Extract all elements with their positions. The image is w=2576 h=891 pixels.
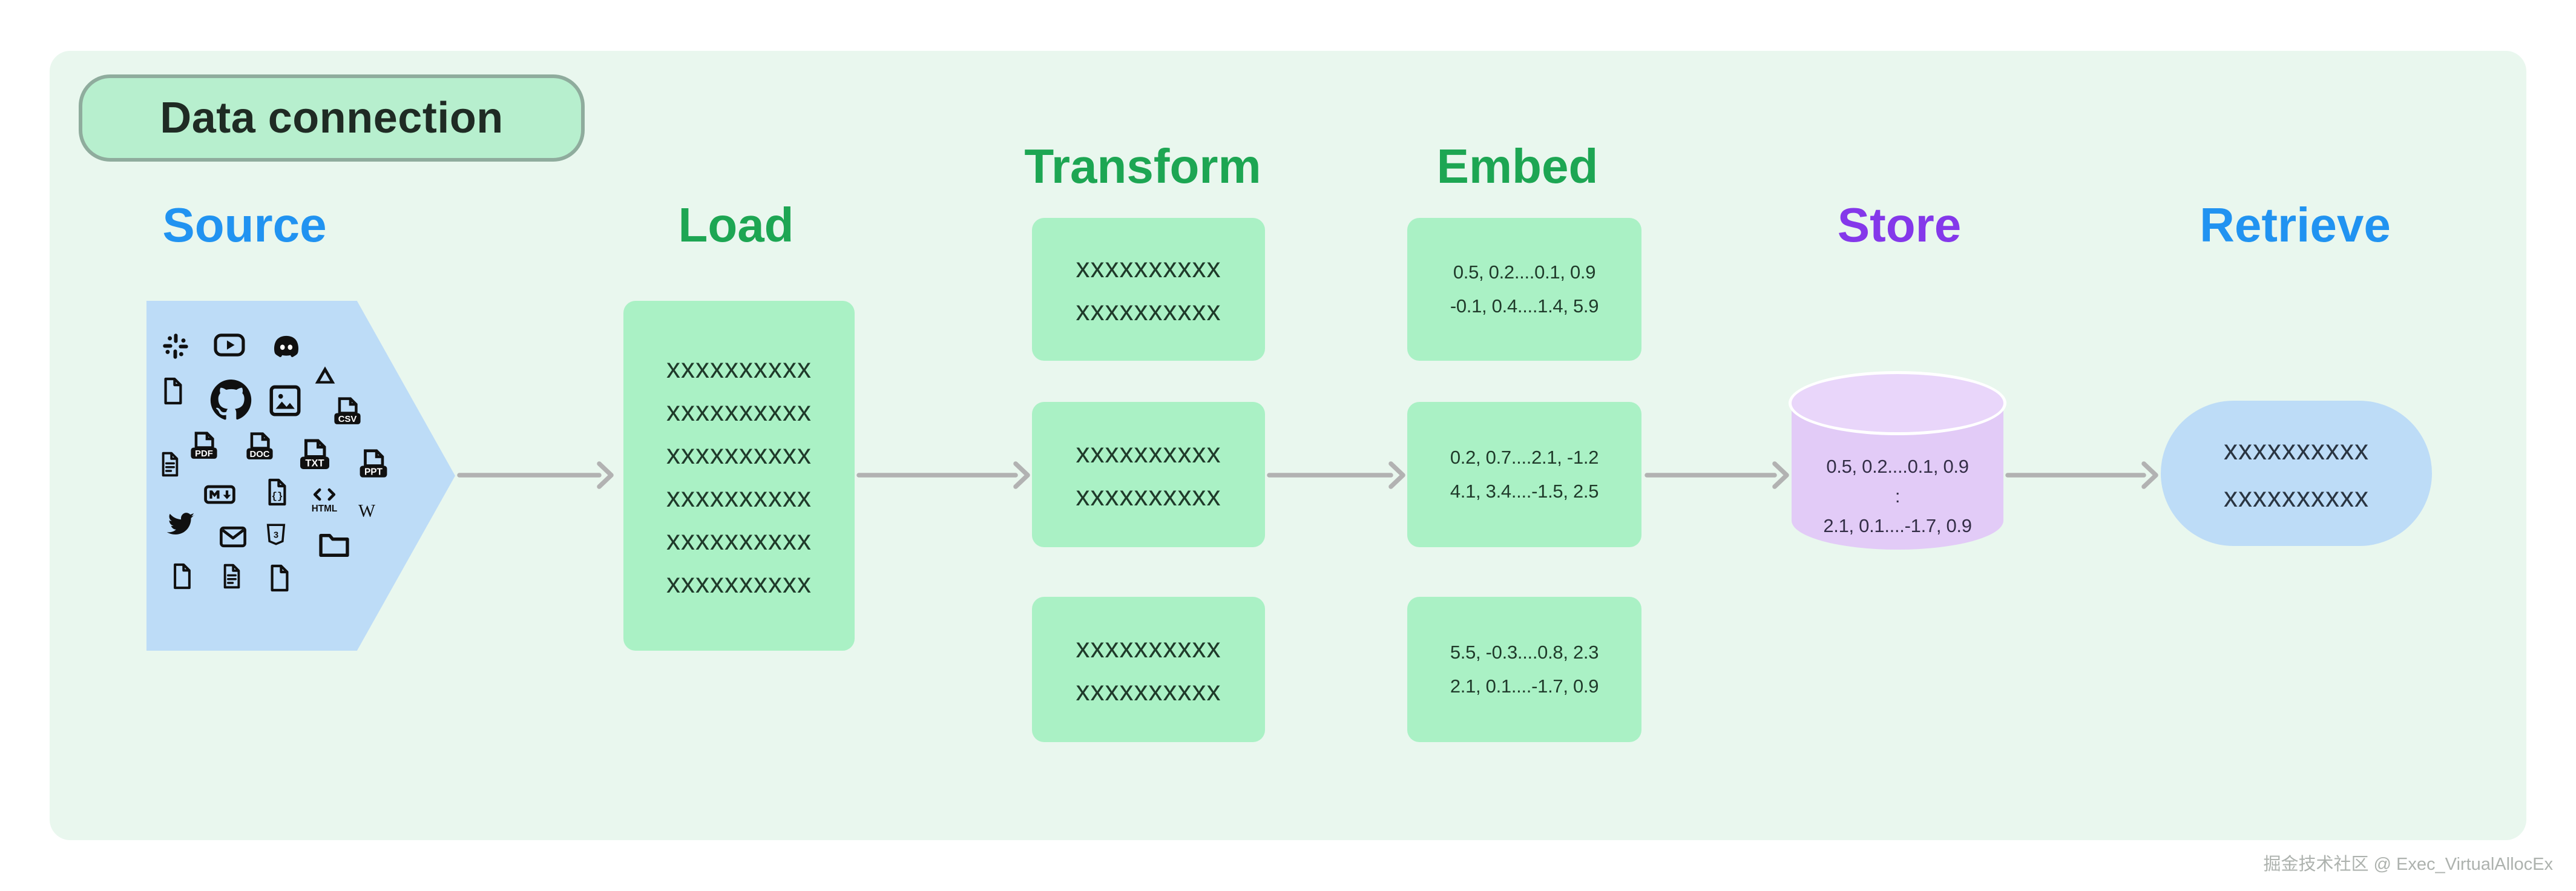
flow-arrow-3 [1267, 461, 1405, 489]
badge-label: Data connection [160, 94, 504, 142]
placeholder-line: xxxxxxxxxx [1076, 480, 1221, 511]
placeholder-line: xxxxxxxxxx [2224, 434, 2369, 465]
heading-store: Store [1837, 198, 1962, 252]
placeholder-line: xxxxxxxxxx [666, 352, 812, 384]
folder-icon [317, 528, 351, 562]
cylinder-top [1792, 374, 2003, 432]
transform-box-3: xxxxxxxxxx xxxxxxxxxx [1032, 597, 1265, 742]
vector-line: 4.1, 3.4....-1.5, 2.5 [1450, 481, 1599, 502]
file-icon-3 [265, 564, 294, 593]
heading-embed: Embed [1436, 139, 1598, 193]
file-icon-2 [168, 562, 196, 590]
flow-arrow-1 [457, 461, 614, 489]
placeholder-line: xxxxxxxxxx [1076, 295, 1221, 326]
discord-icon [270, 330, 303, 363]
svg-text:PPT: PPT [364, 467, 383, 477]
wikipedia-icon: W [354, 497, 380, 522]
store-cylinder: 0.5, 0.2....0.1, 0.9 : 2.1, 0.1....-1.7,… [1789, 371, 2006, 575]
svg-text:3: 3 [274, 530, 278, 540]
file-text-icon [157, 451, 183, 478]
placeholder-line: xxxxxxxxxx [1076, 675, 1221, 706]
svg-text:HTML: HTML [312, 504, 337, 514]
doc-file-icon: DOC [243, 432, 276, 464]
vector-line: 0.5, 0.2....0.1, 0.9 [1453, 261, 1596, 283]
ppt-file-icon: PPT [356, 449, 390, 482]
panel-background [50, 51, 2526, 840]
vector-line: 0.5, 0.2....0.1, 0.9 [1826, 456, 1969, 477]
css3-icon: 3 [263, 522, 289, 547]
placeholder-line: xxxxxxxxxx [1076, 252, 1221, 283]
svg-text:PDF: PDF [195, 449, 213, 459]
placeholder-line: xxxxxxxxxx [666, 524, 812, 556]
placeholder-line: xxxxxxxxxx [2224, 481, 2369, 513]
flow-arrow-4 [1644, 461, 1789, 489]
flow-arrow-5 [2005, 461, 2158, 489]
watermark: 掘金技术社区 @ Exec_VirtualAllocEx [2263, 855, 2553, 874]
placeholder-line: xxxxxxxxxx [666, 567, 812, 599]
vector-ellipsis: : [1894, 485, 1901, 507]
heading-load: Load [678, 198, 794, 252]
flow-arrow-2 [856, 461, 1030, 489]
svg-text:DOC: DOC [250, 450, 270, 459]
html-icon: HTML [308, 484, 341, 516]
github-icon [207, 376, 255, 424]
load-box: xxxxxxxxxx xxxxxxxxxx xxxxxxxxxx xxxxxxx… [623, 301, 855, 651]
heading-transform: Transform [1024, 139, 1261, 193]
google-drive-icon [313, 364, 337, 388]
image-icon [268, 383, 303, 418]
file-text-icon-2 [218, 563, 245, 590]
txt-file-icon: TXT [297, 438, 333, 475]
heading-source: Source [162, 198, 327, 252]
pdf-file-icon: PDF [188, 431, 220, 464]
retrieve-pill: xxxxxxxxxx xxxxxxxxxx [2161, 401, 2432, 546]
stored-vectors: 0.5, 0.2....0.1, 0.9 : 2.1, 0.1....-1.7,… [1792, 452, 2003, 541]
youtube-icon [213, 329, 246, 361]
svg-text:TXT: TXT [305, 458, 324, 469]
embed-box-1: 0.5, 0.2....0.1, 0.9 -0.1, 0.4....1.4, 5… [1407, 218, 1641, 361]
placeholder-line: xxxxxxxxxx [1076, 437, 1221, 469]
placeholder-line: xxxxxxxxxx [1076, 632, 1221, 663]
vector-line: 2.1, 0.1....-1.7, 0.9 [1823, 515, 1972, 536]
embed-box-2: 0.2, 0.7....2.1, -1.2 4.1, 3.4....-1.5, … [1407, 402, 1641, 547]
vector-line: 0.2, 0.7....2.1, -1.2 [1450, 447, 1599, 468]
data-connection-badge: Data connection [79, 74, 585, 162]
transform-box-2: xxxxxxxxxx xxxxxxxxxx [1032, 402, 1265, 547]
code-file-icon: {} [263, 478, 292, 507]
heading-retrieve: Retrieve [2200, 198, 2391, 252]
file-icon [159, 376, 188, 406]
vector-line: 2.1, 0.1....-1.7, 0.9 [1450, 676, 1599, 697]
placeholder-line: xxxxxxxxxx [666, 395, 812, 427]
slack-icon [162, 332, 189, 360]
vector-line: 5.5, -0.3....0.8, 2.3 [1450, 642, 1599, 663]
placeholder-line: xxxxxxxxxx [666, 481, 812, 513]
svg-text:W: W [358, 501, 376, 521]
twitter-icon [164, 507, 198, 541]
svg-text:{}: {} [271, 491, 283, 502]
vector-line: -0.1, 0.4....1.4, 5.9 [1450, 295, 1599, 317]
email-icon [218, 522, 248, 551]
svg-text:CSV: CSV [338, 415, 357, 424]
embed-box-3: 5.5, -0.3....0.8, 2.3 2.1, 0.1....-1.7, … [1407, 597, 1641, 742]
placeholder-line: xxxxxxxxxx [666, 438, 812, 470]
csv-file-icon: CSV [331, 396, 364, 429]
markdown-icon [203, 478, 236, 511]
transform-box-1: xxxxxxxxxx xxxxxxxxxx [1032, 218, 1265, 361]
